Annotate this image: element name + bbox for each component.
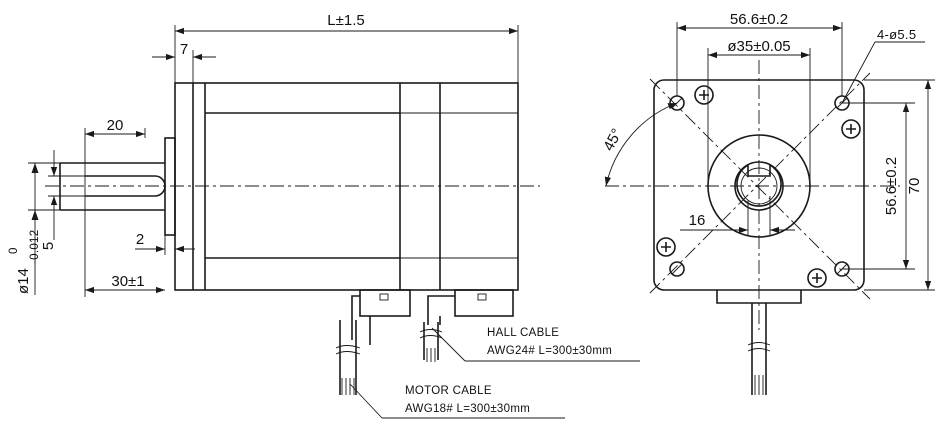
dim-overall-length-label: L±1.5 xyxy=(327,12,364,29)
dim-angle: 45° xyxy=(600,102,678,187)
hall-cable-title: HALL CABLE xyxy=(487,327,559,339)
hall-cable-spec: AWG24# L=300±30mm xyxy=(487,345,612,357)
side-view: L±1.5 7 20 ø14 0 -0.012 xyxy=(8,12,640,419)
shaft xyxy=(59,162,166,211)
hall-connector xyxy=(351,289,411,345)
screw-top-right xyxy=(841,119,861,139)
motor-cable-title: MOTOR CABLE xyxy=(405,385,492,397)
dim-overall-length: L±1.5 xyxy=(174,12,519,83)
dim-shaft-tol-lower: -0.012 xyxy=(29,230,41,264)
shaft-flat xyxy=(736,163,782,207)
dim-step: 2 xyxy=(135,231,195,255)
dim-protrusion-label: 30±1 xyxy=(111,273,144,290)
dim-step-label: 2 xyxy=(136,231,144,248)
dim-shaft-length-label: 20 xyxy=(107,117,124,134)
front-view: 56.6±0.2 ø35±0.05 4-ø5.5 45° 56.6±0.2 xyxy=(600,11,935,395)
motor-body xyxy=(174,82,519,291)
motor-cable-spec: AWG18# L=300±30mm xyxy=(405,403,530,415)
hall-cable-wire xyxy=(419,322,443,362)
dim-shaft-diameter: ø14 0 -0.012 xyxy=(8,162,60,295)
screw-bottom-right xyxy=(807,268,827,288)
dim-shaft-length: 20 xyxy=(84,117,146,163)
motor-leader xyxy=(349,383,383,419)
dim-bolt-spacing-vertical-label: 56.6±0.2 xyxy=(883,157,900,215)
dim-shaft-tol-upper: 0 xyxy=(8,247,20,254)
motor-cable-wire xyxy=(335,320,361,395)
dim-body-size-label: 70 xyxy=(906,178,923,195)
dim-protrusion: 30±1 xyxy=(84,210,165,297)
dim-bolt-spacing-label: 56.6±0.2 xyxy=(730,11,788,28)
dim-angle-label: 45° xyxy=(600,126,626,154)
dim-pilot-diameter-label: ø35±0.05 xyxy=(727,38,790,55)
flange-boss xyxy=(164,137,176,236)
dim-bolt-spacing-vertical: 56.6±0.2 xyxy=(842,102,915,270)
dim-flat-depth-label: 5 xyxy=(40,242,57,250)
dim-flat-width-label: 16 xyxy=(689,212,706,229)
hall-leader xyxy=(431,327,466,362)
dim-body-size: 70 xyxy=(864,79,935,291)
dim-bolt-spacing: 56.6±0.2 xyxy=(676,11,843,96)
dim-flange-thickness: 7 xyxy=(152,41,216,83)
front-connector xyxy=(716,290,802,395)
dim-flat-width: 16 xyxy=(680,196,795,236)
screw-top-left xyxy=(694,85,714,105)
dim-shaft-diameter-label: ø14 xyxy=(15,268,32,294)
motor-connector xyxy=(427,289,514,325)
hole-bottom-left xyxy=(669,261,685,277)
shaft-outer xyxy=(734,161,784,211)
dim-holes: 4-ø5.5 xyxy=(841,27,925,104)
dim-flange-thickness-label: 7 xyxy=(180,41,188,58)
dim-holes-label: 4-ø5.5 xyxy=(877,27,916,42)
dim-flat-depth: 5 xyxy=(40,150,85,250)
screw-bottom-left xyxy=(656,237,676,257)
dim-pilot-diameter: ø35±0.05 xyxy=(707,38,811,186)
